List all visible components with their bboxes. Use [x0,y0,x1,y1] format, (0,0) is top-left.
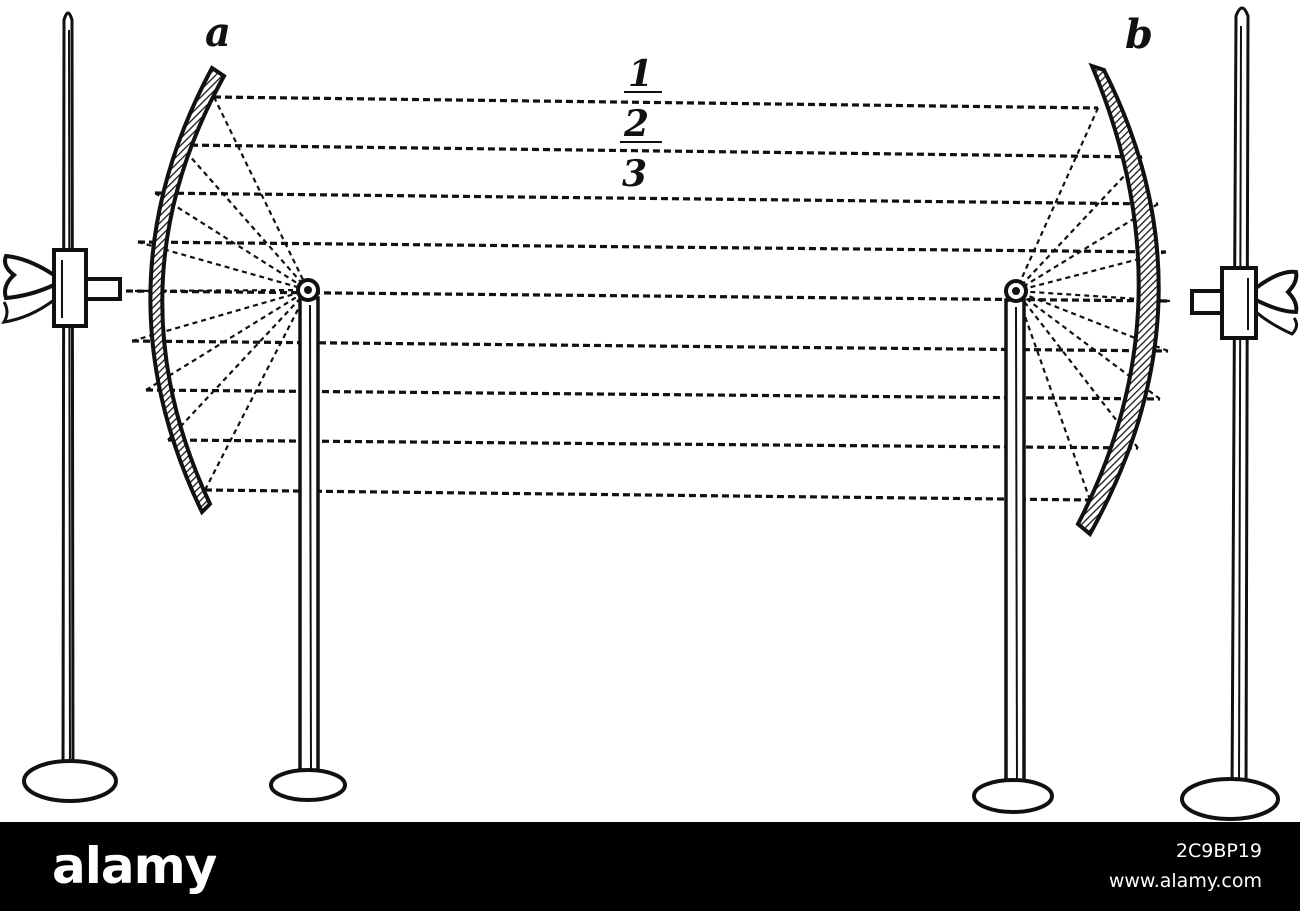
mirror-label-a: a [205,9,231,56]
right-focus-ray-2 [1015,156,1143,292]
ray-label-1: 1 [628,53,653,95]
ray-label-3: 3 [622,153,647,195]
parallel-ray-4 [137,240,1167,254]
watermark-footer: alamy 2C9BP19 www.alamy.com [0,822,1300,911]
left-focus-ray-8 [167,289,309,441]
mirror-a [148,65,227,516]
right-stand [1180,6,1299,821]
site-url: www.alamy.com [1108,870,1262,892]
right-focus-ray-9 [1014,290,1092,501]
parallel-rays [125,95,1171,502]
concave-mirrors-diagram: a b 1 2 3 [1,6,1299,821]
ray-label-2: 2 [623,103,649,145]
parallel-ray-8 [167,438,1139,450]
mirror-b [1075,62,1161,538]
left-focus-ray-3 [154,192,309,291]
parallel-ray-3 [154,191,1159,206]
parallel-ray-6 [131,339,1169,353]
right-focus-ray-8 [1015,290,1139,449]
right-focus-ray-5 [1015,289,1171,303]
left-focus-ray-9 [204,289,309,491]
parallel-ray-2 [179,143,1143,159]
diagram-figure: a b 1 2 3 [1,6,1299,821]
right-focus-ray-1 [1014,107,1100,292]
mirror-label-b: b [1125,11,1153,58]
image-id: 2C9BP19 [1175,840,1262,862]
left-focus-ray-7 [145,289,309,391]
parallel-ray-9 [204,488,1091,502]
left-focus-ray-2 [179,144,309,291]
alamy-logo: alamy [52,837,217,895]
left-stand [1,11,122,803]
right-focus-stand [972,279,1054,814]
right-focus-ray-4 [1015,250,1167,293]
left-focus-stand [269,278,347,802]
parallel-ray-1 [213,95,1099,110]
parallel-ray-5 [125,289,1171,303]
